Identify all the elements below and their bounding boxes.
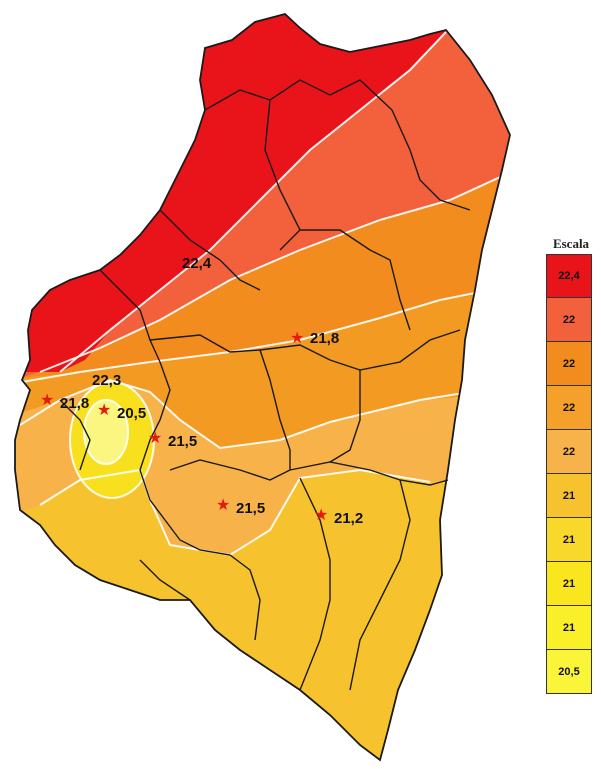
legend-item-label: 22 bbox=[562, 401, 576, 414]
legend-items: 22,4 22 22 22 22 21 21 21 21 20,5 bbox=[546, 254, 596, 694]
station-s7-star: ★ bbox=[216, 497, 230, 514]
station-s5-label: 20,5 bbox=[117, 405, 146, 422]
station-s4-star: ★ bbox=[40, 392, 54, 409]
department-borders bbox=[14, 13, 511, 762]
station-s5-star: ★ bbox=[97, 402, 111, 419]
legend-item: 22 bbox=[546, 298, 592, 342]
station-s2-star: ★ bbox=[290, 330, 304, 347]
station-s6-label: 21,5 bbox=[168, 433, 197, 450]
station-s1-label: 22,4 bbox=[182, 255, 212, 272]
legend-item: 22,4 bbox=[546, 254, 592, 298]
station-s6-star: ★ bbox=[148, 430, 162, 447]
legend-item: 21 bbox=[546, 474, 592, 518]
legend-item: 21 bbox=[546, 606, 592, 650]
legend-item-label: 21 bbox=[562, 621, 576, 634]
legend-item-label: 22 bbox=[562, 357, 576, 370]
station-s4-label: 21,8 bbox=[60, 395, 89, 412]
station-s8-label: 21,2 bbox=[334, 510, 363, 527]
isolines bbox=[19, 31, 521, 557]
legend-item-label: 20,5 bbox=[558, 665, 580, 678]
legend-item: 20,5 bbox=[546, 650, 592, 694]
legend-item-label: 21 bbox=[562, 489, 576, 502]
cold-pocket-inner bbox=[84, 400, 128, 464]
legend-item-label: 22 bbox=[562, 313, 576, 326]
legend-item: 22 bbox=[546, 430, 592, 474]
legend-item-label: 21 bbox=[562, 533, 576, 546]
station-labels: 22,4 ★ 21,8 22,3 ★ 21,8 ★ 20,5 ★ 21,5 ★ … bbox=[40, 255, 363, 527]
station-s7-label: 21,5 bbox=[236, 500, 265, 517]
legend-item-label: 21 bbox=[562, 577, 576, 590]
legend-item-label: 22,4 bbox=[558, 270, 580, 282]
legend-item-label: 22 bbox=[562, 445, 576, 458]
station-s3-label: 22,3 bbox=[92, 372, 121, 389]
legend-item: 21 bbox=[546, 562, 592, 606]
legend: Escala 22,4 22 22 22 22 21 21 21 21 20,5 bbox=[546, 236, 596, 694]
legend-item: 22 bbox=[546, 386, 592, 430]
legend-item: 22 bbox=[546, 342, 592, 386]
legend-item: 21 bbox=[546, 518, 592, 562]
station-s2-label: 21,8 bbox=[310, 330, 339, 347]
legend-title: Escala bbox=[552, 236, 590, 251]
station-s8-star: ★ bbox=[314, 507, 328, 524]
